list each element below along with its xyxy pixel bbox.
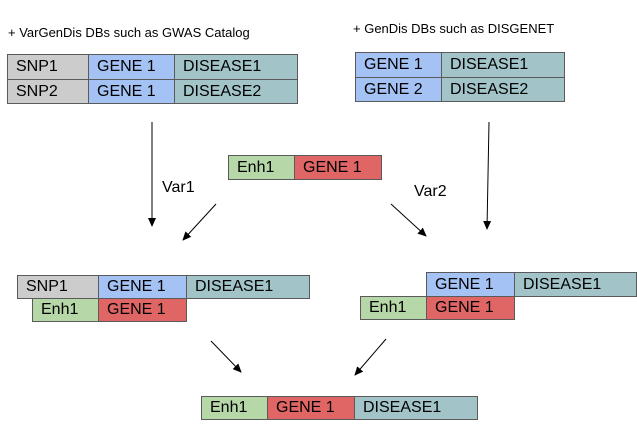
arrow-var2 bbox=[390, 203, 427, 237]
var2-disease: DISEASE1 bbox=[514, 272, 637, 297]
arrow-var1-to-final bbox=[210, 340, 242, 373]
gendis-r2-gene: GENE 2 bbox=[355, 77, 442, 102]
vargendis-r1-disease: DISEASE1 bbox=[174, 54, 298, 80]
var2-label: Var2 bbox=[414, 183, 447, 200]
final-enh: Enh1 bbox=[201, 396, 268, 420]
gendis-r1-gene: GENE 1 bbox=[355, 52, 442, 78]
vargendis-r1-gene: GENE 1 bbox=[88, 54, 175, 80]
gendis-r2-disease: DISEASE2 bbox=[441, 77, 565, 102]
enh-link-enhancer: Enh1 bbox=[228, 155, 295, 180]
var1-snp: SNP1 bbox=[17, 275, 99, 299]
gendis-caption: + GenDis DBs such as DISGENET bbox=[353, 21, 555, 36]
var1-gene: GENE 1 bbox=[98, 275, 187, 299]
var1-disease: DISEASE1 bbox=[186, 275, 310, 299]
var2-enh: Enh1 bbox=[360, 296, 427, 320]
vargendis-r2-disease: DISEASE2 bbox=[174, 79, 298, 104]
var1-enh: Enh1 bbox=[32, 298, 99, 322]
arrow-var1 bbox=[182, 203, 217, 241]
arrow-var2-to-final bbox=[354, 338, 387, 376]
final-disease: DISEASE1 bbox=[354, 396, 478, 420]
vargendis-caption: + VarGenDis DBs such as GWAS Catalog bbox=[8, 25, 250, 40]
enh-link-gene: GENE 1 bbox=[294, 155, 382, 180]
gendis-r1-disease: DISEASE1 bbox=[441, 52, 565, 78]
var1-label: Var1 bbox=[162, 179, 195, 196]
arrow-gendis-down bbox=[483, 121, 492, 230]
vargendis-r2-gene: GENE 1 bbox=[88, 79, 175, 104]
var2-enh-gene: GENE 1 bbox=[426, 296, 515, 320]
var1-enh-gene: GENE 1 bbox=[98, 298, 187, 322]
vargendis-r2-snp: SNP2 bbox=[7, 79, 89, 104]
vargendis-r1-snp: SNP1 bbox=[7, 54, 89, 80]
